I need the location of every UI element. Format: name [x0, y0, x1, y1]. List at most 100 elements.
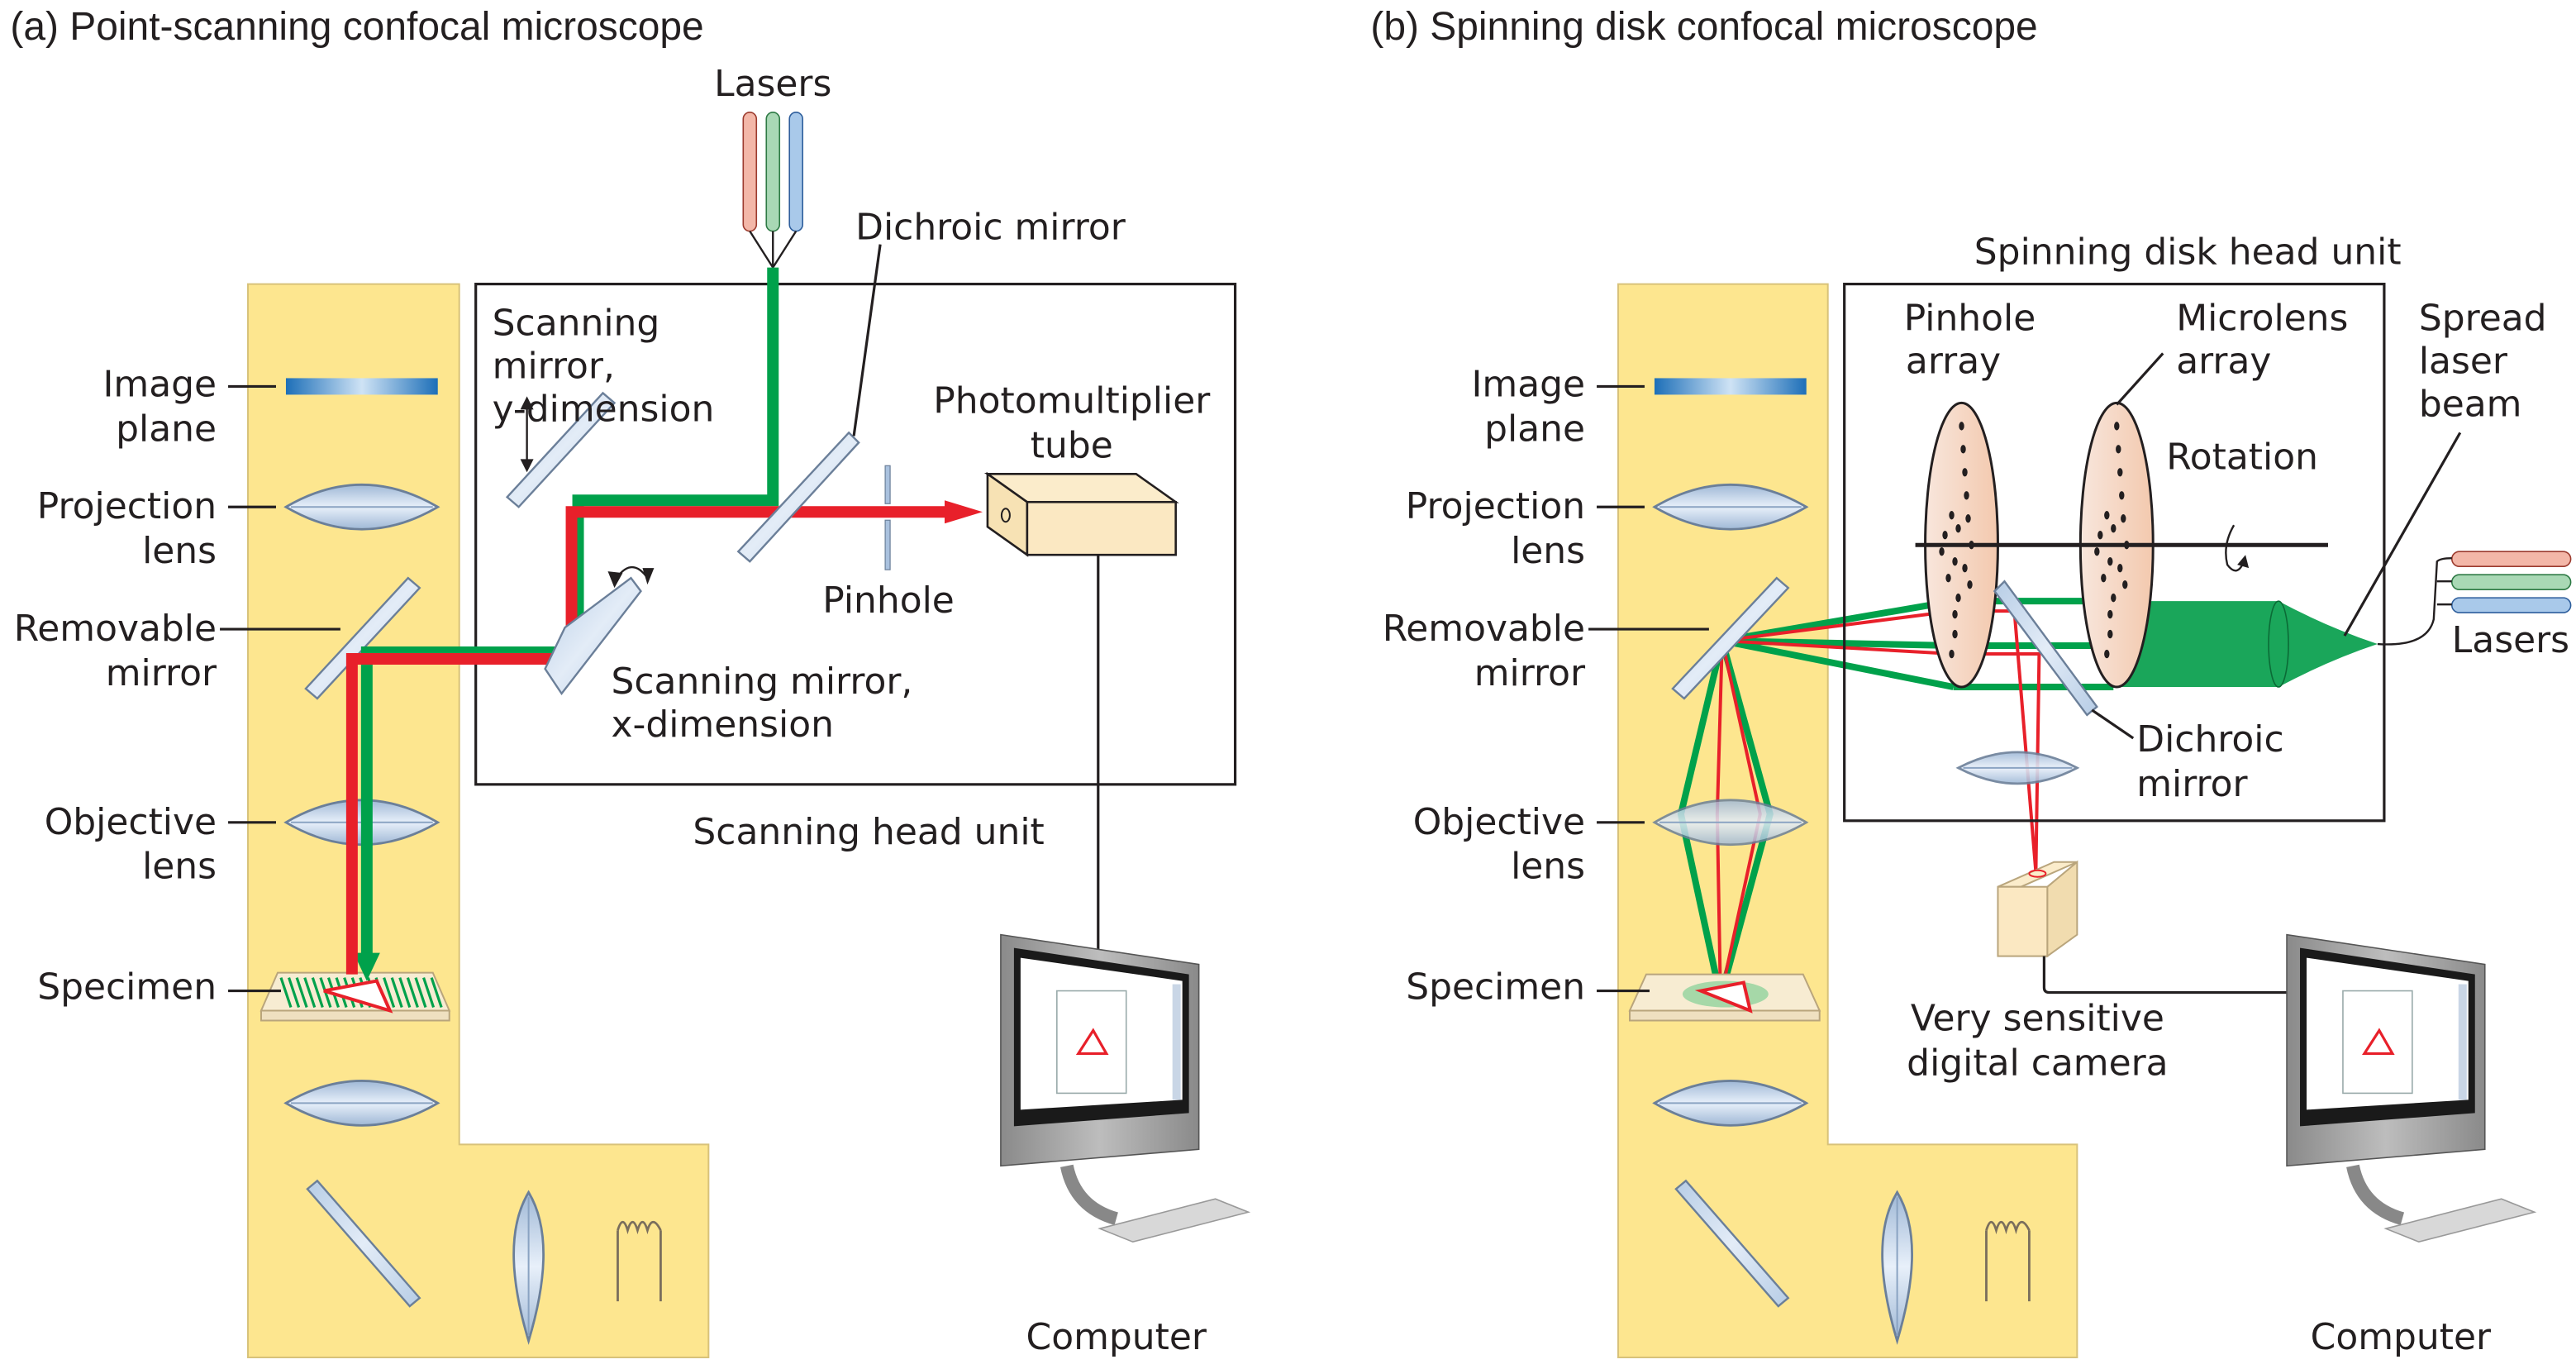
illumination-mirror — [306, 1179, 421, 1308]
specimen-slide — [260, 971, 451, 1022]
disk-hole — [2094, 547, 2100, 556]
disk-hole — [2121, 514, 2126, 523]
dichroic-mirror-a — [736, 431, 860, 563]
removable-mirror-b — [1671, 576, 1790, 700]
disk-holes — [1939, 422, 2130, 659]
photomultiplier-tube — [983, 471, 1179, 557]
disk-hole — [1955, 593, 1961, 603]
lamp-filament-icon — [617, 1220, 662, 1302]
label-projection-lens-1: Projection — [37, 485, 217, 527]
disk-hole — [1952, 556, 1958, 566]
image-plane — [285, 378, 438, 395]
label-pinhole-array-2: array — [1906, 340, 2001, 382]
disk-hole — [2117, 468, 2123, 477]
label-objective-lens-b-1: Objective — [1413, 801, 1585, 843]
label-lasers-b: Lasers — [2452, 619, 2569, 661]
disk-hole — [1965, 514, 1971, 523]
label-microlens-array-2: array — [2176, 340, 2271, 382]
label-objective-lens-b-2: lens — [1511, 846, 1585, 888]
disk-hole — [2104, 649, 2110, 659]
specimen-stripe — [295, 977, 308, 1009]
label-computer-a: Computer — [1026, 1316, 1207, 1358]
rotation-arrow-icon-b — [2225, 524, 2245, 572]
leader-spread-beam — [2343, 432, 2462, 637]
panel-b-title: (b) Spinning disk confocal microscope — [1370, 5, 2037, 49]
label-image-plane-b-2: plane — [1484, 408, 1585, 450]
spinning-disk-head-unit-box — [1843, 282, 2386, 823]
disk-hole — [2114, 422, 2120, 431]
label-scanning-mirror-y-1: Scanning — [493, 303, 660, 345]
label-projection-lens-b-1: Projection — [1406, 485, 1585, 527]
label-dichroic-mirror: Dichroic mirror — [855, 207, 1126, 249]
disk-hole — [1949, 511, 1955, 520]
vertical-arrow-icon — [520, 396, 534, 473]
label-photomultiplier-2: tube — [1031, 424, 1113, 466]
label-projection-lens-b-2: lens — [1511, 530, 1585, 572]
label-removable-mirror-1: Removable — [14, 608, 217, 650]
label-image-plane-b-1: Image — [1471, 363, 1585, 405]
image-plane-b — [1654, 378, 1807, 395]
label-image-plane-1: Image — [102, 363, 217, 405]
label-objective-lens-1: Objective — [45, 801, 217, 843]
leader-dichroic-b — [2091, 708, 2135, 740]
scanning-mirror-y — [505, 391, 617, 508]
label-objective-lens-2: lens — [142, 846, 217, 888]
label-scanning-mirror-x-1: Scanning mirror, — [611, 661, 912, 703]
disk-hole — [2107, 629, 2113, 639]
label-lasers-a: Lasers — [714, 63, 831, 105]
disk-hole — [1955, 524, 1961, 533]
emission-beam-a — [345, 500, 983, 975]
panel-a-title: (a) Point-scanning confocal microscope — [10, 5, 703, 49]
disk-hole — [1960, 445, 1966, 454]
label-removable-mirror-2: mirror — [106, 652, 217, 694]
specimen-stripe — [311, 977, 324, 1009]
disk-hole — [1964, 491, 1969, 500]
lasers-icon — [742, 112, 804, 269]
leader-microlens-array — [2116, 352, 2164, 406]
disk-hole — [2107, 556, 2113, 566]
disk-hole — [1942, 531, 1948, 540]
label-scanning-head-unit: Scanning head unit — [693, 811, 1044, 853]
specimen-stripe — [303, 977, 317, 1009]
panel-a: (a) Point-scanning confocal microscope I… — [10, 5, 1251, 1358]
label-spinning-disk-head-unit: Spinning disk head unit — [1974, 231, 2402, 274]
label-removable-mirror-b-1: Removable — [1383, 608, 1585, 650]
specimen-slide-b — [1628, 973, 1821, 1022]
disk-hole — [1962, 563, 1968, 573]
specimen-stripe — [383, 977, 396, 1009]
cable-camera-computer — [2042, 956, 2296, 995]
lasers-icon-b — [2377, 551, 2572, 646]
label-rotation: Rotation — [2166, 436, 2318, 478]
disk-hole — [2111, 593, 2117, 603]
label-spread-3: beam — [2419, 383, 2522, 425]
pinhole — [884, 465, 891, 570]
specimen-stripe — [414, 977, 427, 1009]
computer-monitor-icon-b — [2286, 933, 2537, 1243]
label-scanning-mirror-y-3: y-dimension — [493, 388, 715, 430]
specimen-stripe — [430, 977, 443, 1009]
label-microlens-array-1: Microlens — [2176, 298, 2348, 340]
scanning-mirror-x — [544, 576, 642, 696]
disk-hole — [2119, 491, 2125, 500]
label-scanning-mirror-x-2: x-dimension — [611, 704, 833, 746]
label-pinhole-array-1: Pinhole — [1904, 298, 2036, 340]
label-specimen-b: Specimen — [1406, 966, 1585, 1009]
digital-camera — [1997, 860, 2078, 958]
label-photomultiplier-1: Photomultiplier — [933, 379, 1211, 422]
specimen-stripe — [390, 977, 403, 1009]
disk-hole — [2122, 580, 2128, 589]
disk-hole — [2104, 511, 2110, 520]
dichroic-mirror-b — [1993, 580, 2098, 717]
label-camera-1: Very sensitive — [1911, 997, 2164, 1039]
disk-hole — [2117, 563, 2123, 573]
label-spread-2: laser — [2419, 340, 2508, 382]
disk-hole — [1952, 609, 1958, 619]
illumination-mirror-b — [1674, 1179, 1790, 1308]
removable-mirror — [304, 576, 421, 700]
disk-hole — [2107, 609, 2113, 619]
lamp-filament-icon-b — [1985, 1220, 2031, 1302]
disk-hole — [1945, 573, 1951, 583]
label-camera-2: digital camera — [1907, 1042, 2168, 1084]
label-pinhole: Pinhole — [822, 580, 955, 622]
